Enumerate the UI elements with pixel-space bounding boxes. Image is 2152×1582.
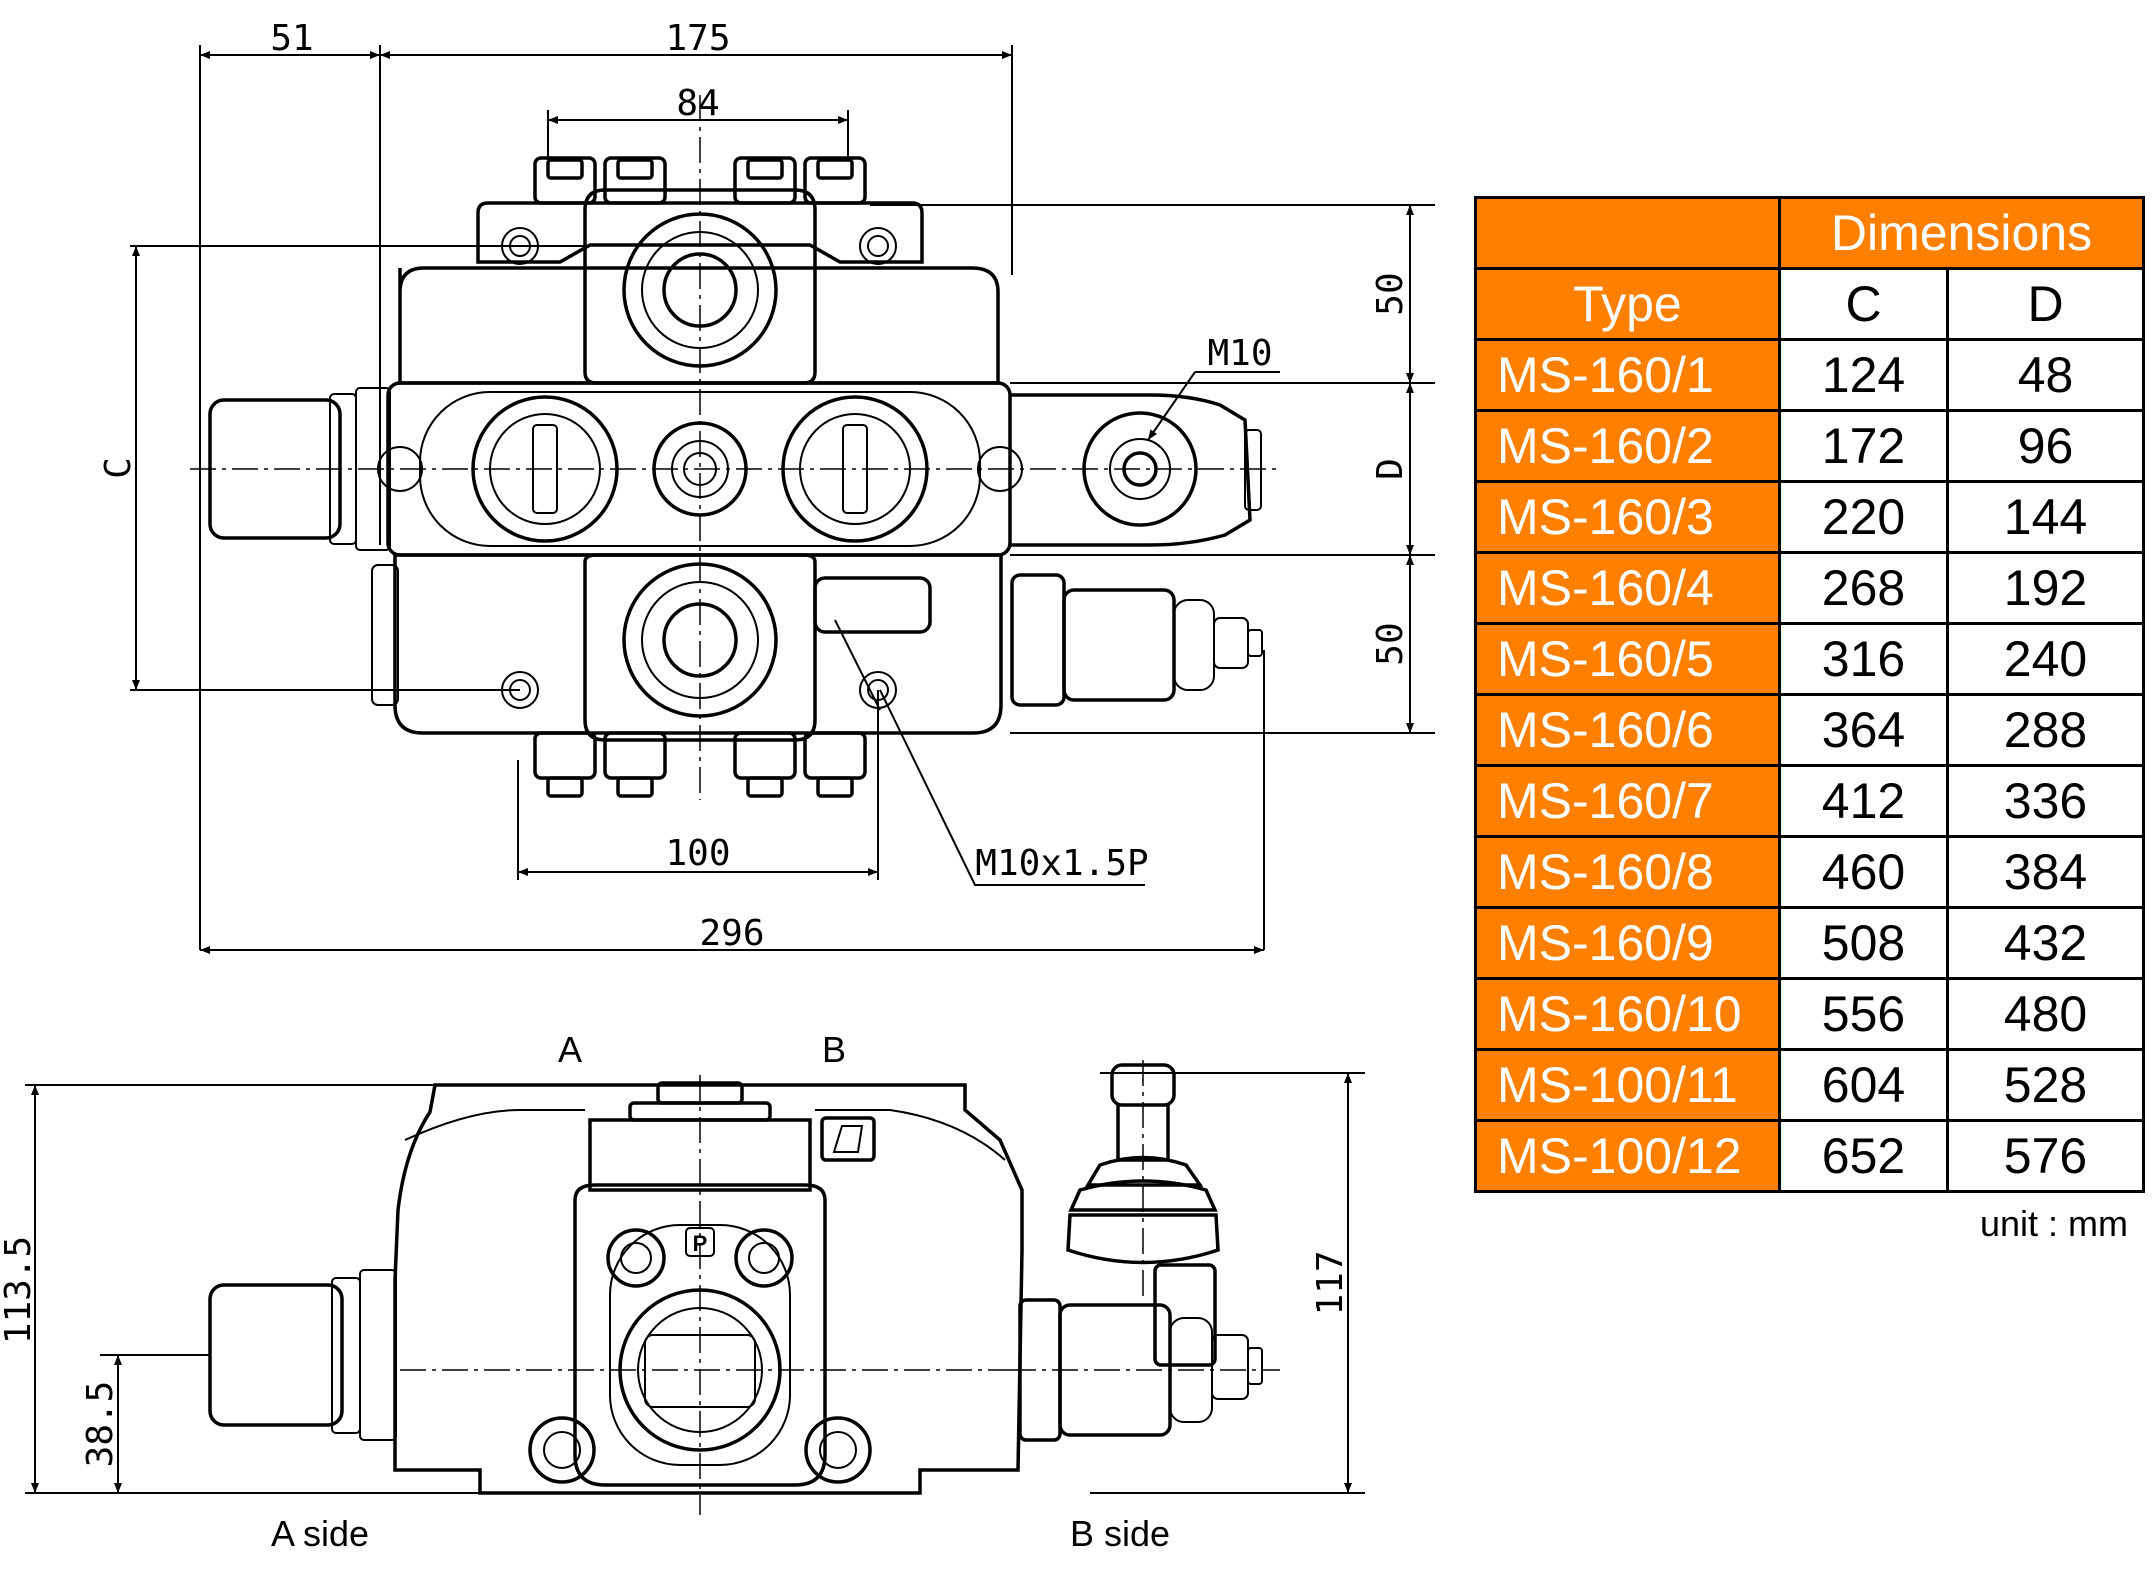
- cell-type: MS-160/2: [1474, 409, 1781, 483]
- dim-175: 175: [665, 18, 730, 59]
- brand-logo: [820, 1116, 876, 1162]
- dim-50-bottom: 50: [1370, 622, 1411, 665]
- dim-51: 51: [270, 18, 313, 59]
- dimensions-header: Dimensions: [1778, 196, 2145, 270]
- dim-84: 84: [676, 83, 719, 124]
- cell-c: 652: [1778, 1119, 1949, 1193]
- cell-d: 144: [1946, 480, 2145, 554]
- cell-c: 268: [1778, 551, 1949, 625]
- cell-d: 288: [1946, 693, 2145, 767]
- cell-d: 480: [1946, 977, 2145, 1051]
- cell-d: 576: [1946, 1119, 2145, 1193]
- cell-c: 412: [1778, 764, 1949, 838]
- cell-type: MS-100/12: [1474, 1119, 1781, 1193]
- dim-c-label: C: [98, 457, 139, 479]
- cell-c: 316: [1778, 622, 1949, 696]
- dim-100: 100: [665, 833, 730, 874]
- cell-type: MS-160/6: [1474, 693, 1781, 767]
- cell-c: 364: [1778, 693, 1949, 767]
- dim-113-5: 113.5: [0, 1236, 39, 1344]
- a-side-label: A side: [271, 1513, 369, 1554]
- cell-d: 432: [1946, 906, 2145, 980]
- cell-type: MS-160/1: [1474, 338, 1781, 412]
- dim-d-label: D: [1370, 458, 1411, 480]
- cell-d: 384: [1946, 835, 2145, 909]
- dim-50-top: 50: [1370, 272, 1411, 315]
- cell-c: 220: [1778, 480, 1949, 554]
- cell-type: MS-100/11: [1474, 1048, 1781, 1122]
- cell-type: MS-160/4: [1474, 551, 1781, 625]
- cell-c: 508: [1778, 906, 1949, 980]
- top-view: 51 175 84 C 50 D 50 M10 100 M10x1.5P 296: [98, 18, 1435, 954]
- dim-m10: M10: [1207, 333, 1272, 374]
- dim-38-5: 38.5: [80, 1381, 121, 1468]
- c-header: C: [1778, 267, 1949, 341]
- cell-type: MS-160/10: [1474, 977, 1781, 1051]
- dim-117: 117: [1310, 1250, 1351, 1315]
- cell-d: 96: [1946, 409, 2145, 483]
- cell-d: 48: [1946, 338, 2145, 412]
- cell-type: MS-160/3: [1474, 480, 1781, 554]
- cell-c: 172: [1778, 409, 1949, 483]
- cell-d: 336: [1946, 764, 2145, 838]
- cell-type: MS-160/5: [1474, 622, 1781, 696]
- cell-c: 124: [1778, 338, 1949, 412]
- dim-296: 296: [699, 913, 764, 954]
- table-subheader-row: Type C D: [1474, 267, 2145, 341]
- cell-type: MS-160/8: [1474, 835, 1781, 909]
- cell-d: 192: [1946, 551, 2145, 625]
- cell-c: 604: [1778, 1048, 1949, 1122]
- cell-type: MS-160/9: [1474, 906, 1781, 980]
- type-header-top: [1474, 196, 1781, 270]
- port-b-label: B: [822, 1029, 846, 1070]
- cell-c: 460: [1778, 835, 1949, 909]
- type-header: Type: [1474, 267, 1781, 341]
- table-header-row: Dimensions: [1474, 196, 2145, 270]
- side-view: 113.5 38.5 117 A B A side B side P: [0, 1029, 1365, 1554]
- cell-c: 556: [1778, 977, 1949, 1051]
- dim-m10x1-5p: M10x1.5P: [975, 843, 1148, 884]
- port-a-label: A: [558, 1029, 582, 1070]
- unit-note: unit : mm: [1979, 1203, 2128, 1244]
- d-header: D: [1946, 267, 2145, 341]
- b-side-label: B side: [1070, 1513, 1170, 1554]
- cell-type: MS-160/7: [1474, 764, 1781, 838]
- cell-d: 240: [1946, 622, 2145, 696]
- cell-d: 528: [1946, 1048, 2145, 1122]
